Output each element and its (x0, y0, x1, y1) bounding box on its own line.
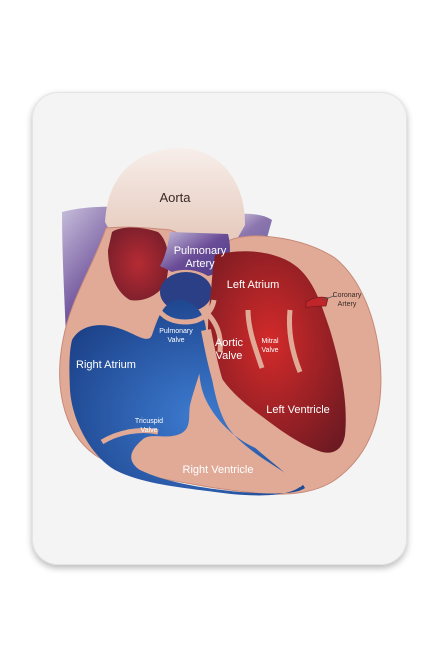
septum (201, 329, 308, 488)
label-pulmonary-artery-2: Artery (185, 258, 215, 270)
label-tricuspid-valve-2: Valve (141, 427, 158, 434)
label-aortic-valve-1: Aortic (215, 337, 244, 349)
mitral-valve-leaflet-2 (287, 309, 303, 373)
label-mitral-valve-1: Mitral (261, 338, 279, 345)
label-right-atrium: Right Atrium (76, 359, 136, 371)
label-aorta: Aorta (159, 190, 191, 205)
label-left-ventricle: Left Ventricle (266, 404, 330, 416)
label-pulmonary-valve-2: Valve (168, 337, 185, 344)
label-right-ventricle: Right Ventricle (183, 464, 254, 476)
label-coronary-artery-1: Coronary (333, 292, 362, 299)
aorta-inner (108, 227, 169, 301)
pulmonary-artery (160, 232, 230, 276)
label-pulmonary-artery-1: Pulmonary (174, 245, 227, 257)
label-left-atrium: Left Atrium (227, 279, 280, 291)
tricuspid-valve-leaflet (100, 427, 159, 445)
coronary-artery-leader (321, 295, 335, 301)
aorta-vessel (105, 148, 245, 250)
label-aortic-valve-2: Valve (216, 350, 243, 362)
label-coronary-artery-2: Artery (338, 301, 357, 308)
label-pulmonary-valve-1: Pulmonary (159, 328, 193, 335)
right-heart-chamber (69, 299, 306, 496)
pulmonary-valve-leaflet (149, 298, 217, 325)
label-tricuspid-valve-1: Tricuspid (135, 418, 163, 425)
label-mitral-valve-2: Valve (262, 347, 279, 354)
mitral-valve-leaflet-1 (245, 309, 265, 369)
